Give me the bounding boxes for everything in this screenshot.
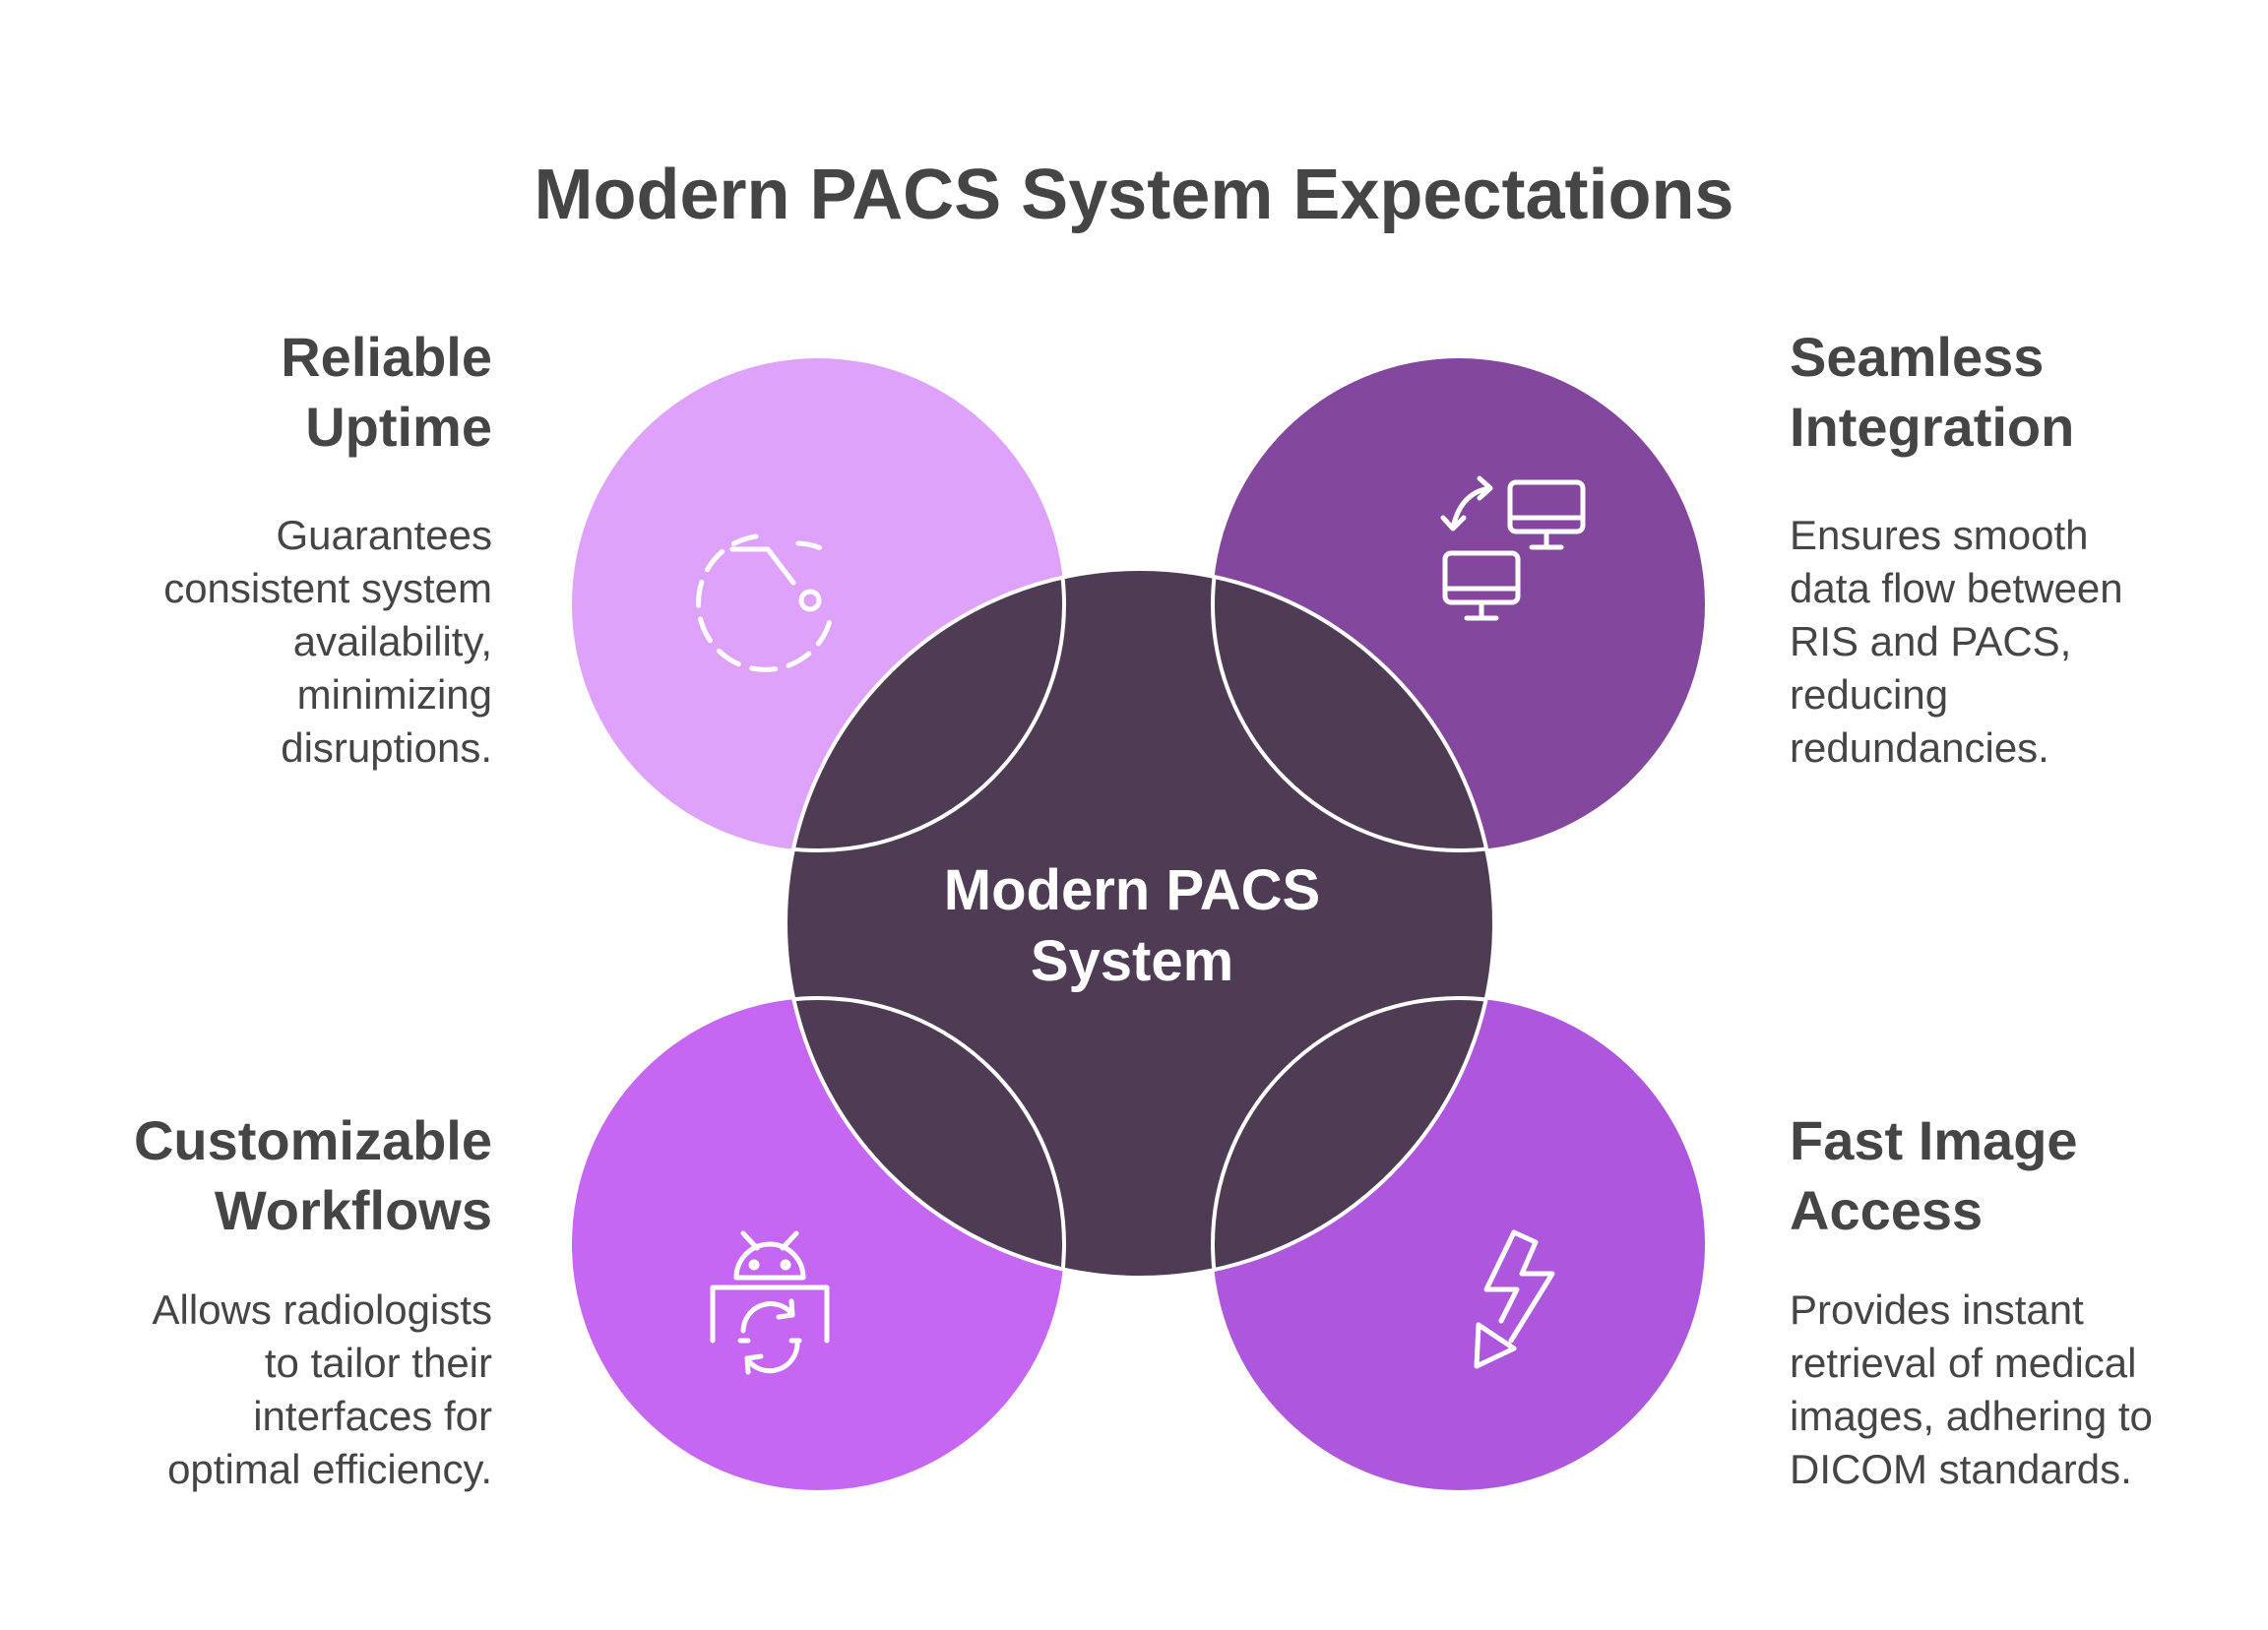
fast-image-access-text: Fast Image Access Provides instant retri… bbox=[1790, 1109, 2153, 1492]
center-label-line-2: System bbox=[1031, 929, 1233, 993]
center-circle bbox=[786, 569, 1494, 1278]
center-label-line-1: Modern PACS bbox=[944, 858, 1320, 922]
customizable-workflows-desc: interfaces for bbox=[253, 1393, 492, 1439]
reliable-uptime-desc: minimizing bbox=[297, 671, 492, 718]
seamless-integration-desc: reducing bbox=[1790, 671, 1948, 718]
fast-image-access-heading: Access bbox=[1790, 1179, 1983, 1241]
reliable-uptime-desc: consistent system bbox=[163, 565, 492, 611]
seamless-integration-heading: Seamless bbox=[1790, 326, 2044, 388]
seamless-integration-desc: redundancies. bbox=[1790, 724, 2049, 771]
reliable-uptime-text: Reliable Uptime Guarantees consistent sy… bbox=[163, 326, 492, 771]
lightning-bolt-icon bbox=[1474, 1229, 1555, 1369]
seamless-integration-heading: Integration bbox=[1790, 396, 2074, 458]
reliable-uptime-desc: availability, bbox=[293, 618, 492, 664]
seamless-integration-text: Seamless Integration Ensures smooth data… bbox=[1790, 326, 2123, 771]
customizable-workflows-desc: optimal efficiency. bbox=[167, 1446, 492, 1492]
seamless-integration-desc: data flow between bbox=[1790, 565, 2123, 611]
seamless-integration-desc: RIS and PACS, bbox=[1790, 618, 2071, 664]
center-circle-outline bbox=[784, 567, 1496, 1280]
android-sync-icon bbox=[710, 1230, 830, 1375]
fast-image-access-desc: DICOM standards. bbox=[1790, 1446, 2132, 1492]
customizable-workflows-desc: to tailor their bbox=[265, 1340, 492, 1386]
overlap-outlines bbox=[786, 569, 1494, 1278]
customizable-workflows-desc: Allows radiologists bbox=[153, 1286, 492, 1333]
fast-image-access-desc: images, adhering to bbox=[1790, 1393, 2153, 1439]
fast-image-access-heading: Fast Image bbox=[1790, 1109, 2078, 1171]
diagram-title: Modern PACS System Expectations bbox=[535, 156, 1734, 234]
reliable-uptime-desc: Guarantees bbox=[277, 512, 492, 558]
reliable-uptime-heading: Uptime bbox=[305, 396, 492, 458]
monitors-sync-icon bbox=[1440, 475, 1586, 621]
customizable-workflows-text: Customizable Workflows Allows radiologis… bbox=[134, 1109, 492, 1492]
fast-image-access-desc: Provides instant bbox=[1790, 1286, 2084, 1333]
clock-dashed-icon bbox=[696, 533, 835, 672]
fast-image-access-desc: retrieval of medical bbox=[1790, 1340, 2136, 1386]
reliable-uptime-heading: Reliable bbox=[281, 326, 492, 388]
customizable-workflows-heading: Customizable bbox=[134, 1109, 492, 1171]
seamless-integration-desc: Ensures smooth bbox=[1790, 512, 2088, 558]
reliable-uptime-desc: disruptions. bbox=[281, 724, 492, 771]
customizable-workflows-heading: Workflows bbox=[215, 1179, 492, 1241]
